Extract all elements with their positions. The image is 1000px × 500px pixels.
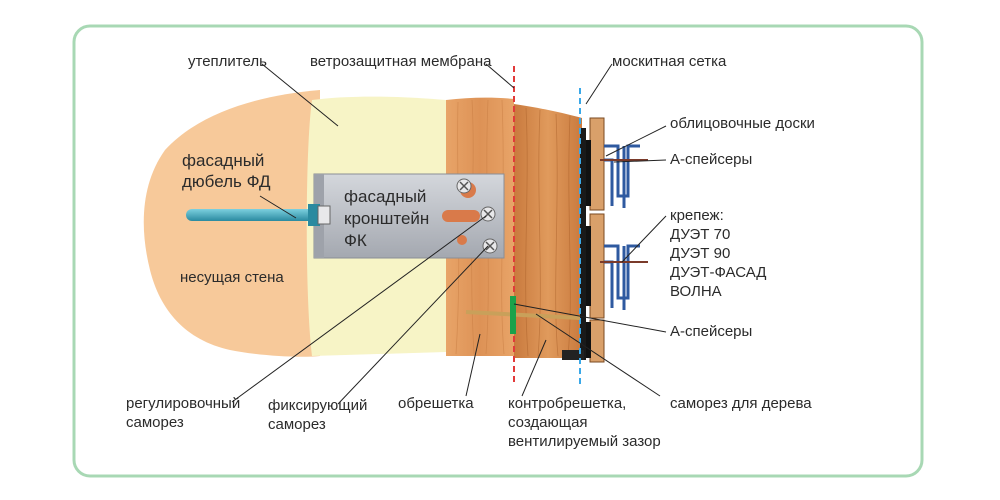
- fasteners-duet70: ДУЭТ 70: [670, 226, 731, 243]
- label-insulation: утеплитель: [188, 53, 267, 70]
- counter-batten: [514, 104, 582, 358]
- adjusting-screw: [480, 206, 496, 222]
- label-mosquito-net: москитная сетка: [612, 53, 727, 70]
- label-dowel: фасадный дюбель ФД: [182, 150, 270, 192]
- dowel-line1: фасадный: [182, 151, 265, 170]
- bearing-wall: [143, 90, 320, 357]
- label-bracket: фасадный кронштейн ФК: [344, 186, 429, 252]
- fixing-screw-line1: фиксирующий: [268, 397, 368, 414]
- fasteners-duet90: ДУЭТ 90: [670, 245, 731, 262]
- counter-batten-line1: контробрешетка,: [508, 395, 627, 412]
- dowel-line2: дюбель ФД: [182, 172, 271, 191]
- fasteners-title: крепеж:: [670, 207, 724, 224]
- label-a-spacers-bottom: А-спейсеры: [670, 323, 753, 340]
- label-cladding-boards: облицовочные доски: [670, 115, 815, 132]
- label-batten: обрешетка: [398, 395, 474, 412]
- cladding-boards: [586, 117, 605, 363]
- wood-screw: [465, 296, 581, 334]
- bracket-line3: ФК: [344, 231, 367, 250]
- counter-batten-line2: создающая: [508, 414, 588, 431]
- fasteners-duet-facade: ДУЭТ-ФАСАД: [670, 264, 767, 281]
- label-counter-batten: контробрешетка, создающая вентилируемый …: [508, 394, 661, 451]
- counter-batten-grain: [525, 107, 571, 357]
- bottom-block: [562, 350, 584, 360]
- fixing-screw-line2: саморез: [268, 416, 326, 433]
- adjusting-screw-line2: саморез: [126, 414, 184, 431]
- bracket-line2: кронштейн: [344, 209, 430, 228]
- label-bearing-wall: несущая стена: [180, 269, 284, 286]
- fixing-screw: [482, 238, 498, 254]
- adjusting-screw-line1: регулировочный: [126, 395, 241, 412]
- bracket-line1: фасадный: [344, 187, 427, 206]
- counter-batten-line3: вентилируемый зазор: [508, 433, 661, 450]
- facade-bracket: [313, 173, 505, 259]
- label-wood-screw: саморез для дерева: [670, 395, 812, 412]
- fasteners-volna: ВОЛНА: [670, 283, 722, 300]
- label-wind-membrane: ветрозащитная мембрана: [310, 53, 492, 70]
- label-fixing-screw: фиксирующий саморез: [268, 396, 367, 434]
- label-fasteners: крепеж: ДУЭТ 70 ДУЭТ 90 ДУЭТ-ФАСАД ВОЛНА: [670, 206, 766, 301]
- facade-dowel: [186, 204, 331, 226]
- counter-batten-face: [580, 128, 586, 360]
- label-adjusting-screw: регулировочный саморез: [126, 394, 240, 432]
- leader-lines: [231, 63, 667, 405]
- label-a-spacers-top: А-спейсеры: [670, 151, 753, 168]
- top-screw: [456, 178, 472, 194]
